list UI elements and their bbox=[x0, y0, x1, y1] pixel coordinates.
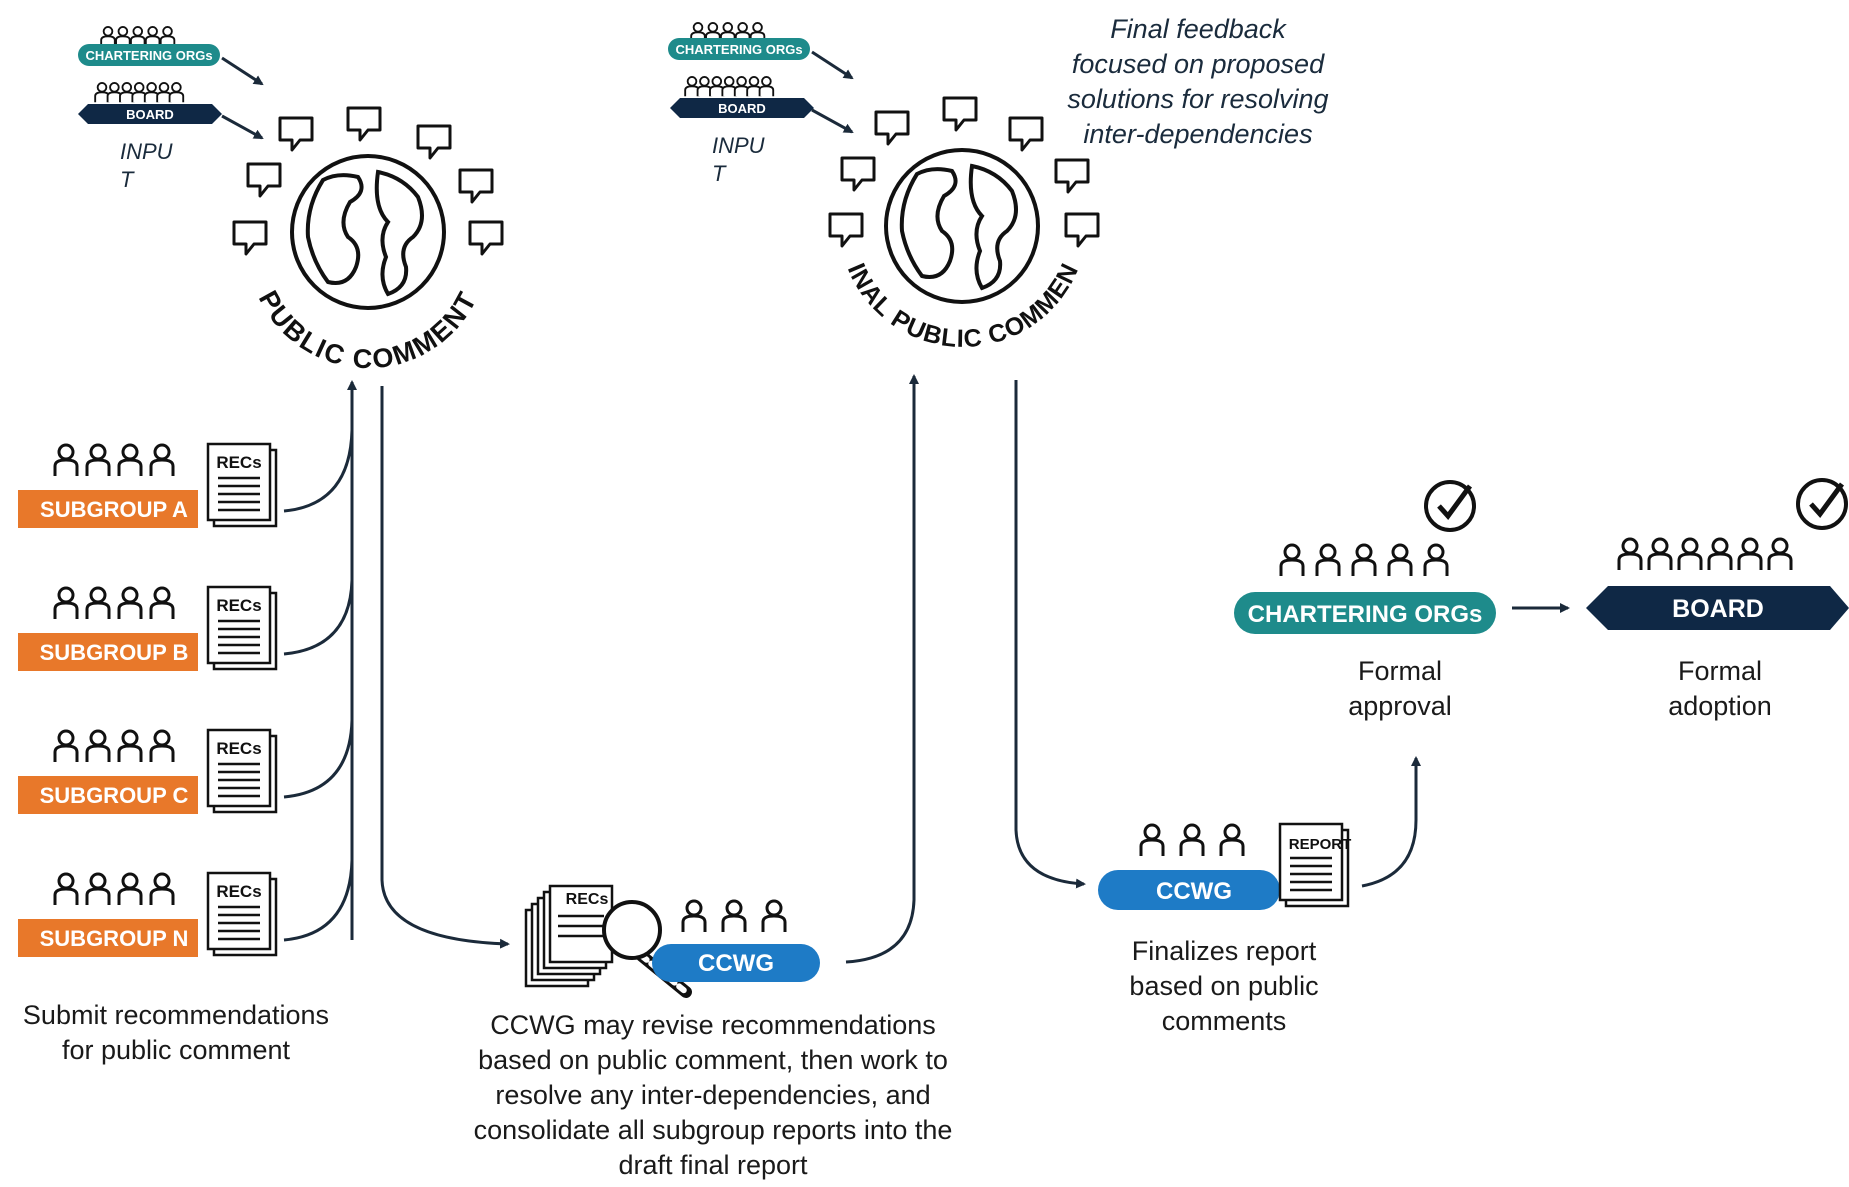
subgroup-label: SUBGROUP N bbox=[40, 926, 189, 951]
adoption-caption: Formal adoption bbox=[1668, 656, 1772, 721]
chartering-orgs-banner bbox=[78, 44, 220, 66]
subgroup-item: SUBGROUP C RECs bbox=[18, 728, 278, 814]
subgroups-caption: Submit recommendations for public commen… bbox=[22, 1000, 330, 1065]
public-comment-input-label: INPU T bbox=[120, 139, 173, 192]
subgroup-label: SUBGROUP B bbox=[40, 640, 189, 665]
ccwg-final-label: CCWG bbox=[1156, 878, 1232, 905]
subgroup-banner bbox=[18, 919, 198, 957]
ccwg-to-approval-arrow bbox=[1361, 756, 1421, 888]
ccwg-review-banner bbox=[652, 944, 820, 982]
final-chartering-arrow bbox=[811, 50, 854, 80]
recs-document-label: RECs bbox=[216, 453, 261, 472]
final-globe-icon bbox=[884, 148, 1040, 304]
recs-document-label: RECs bbox=[216, 739, 261, 758]
final-chartering-small-label: CHARTERING ORGs bbox=[675, 42, 802, 57]
board-small-label: BOARD bbox=[126, 107, 174, 122]
subgroup-people-icon bbox=[53, 729, 175, 764]
adoption-checkmark-icon bbox=[1798, 480, 1846, 528]
ccwg-final-caption: Finalizes report based on public comment… bbox=[1129, 936, 1319, 1036]
approval-people-icon bbox=[1279, 543, 1449, 578]
board-to-comment-arrow bbox=[221, 114, 264, 140]
ccwg-review-group: RECs CCWG bbox=[524, 374, 919, 998]
final-board-people-icon bbox=[684, 76, 775, 98]
adoption-people-icon bbox=[1617, 537, 1793, 572]
ccwg-final-banner bbox=[1098, 870, 1280, 910]
public-comment-to-ccwg-arrow bbox=[380, 386, 510, 949]
approval-label: CHARTERING ORGs bbox=[1248, 601, 1483, 628]
public-comment-group: CHARTERING ORGs BOARD PUBLIC COMMENT bbox=[78, 26, 504, 374]
subgroup-banner bbox=[18, 633, 198, 671]
recs-stack-icon bbox=[524, 884, 614, 988]
board-people-icon bbox=[94, 82, 185, 104]
final-board-banner bbox=[670, 98, 814, 118]
subgroup-item: SUBGROUP B RECs bbox=[18, 585, 278, 671]
approval-banner bbox=[1234, 592, 1496, 634]
final-input-label: INPU T bbox=[712, 133, 765, 186]
ccwg-final-group: CCWG REPORT bbox=[1014, 380, 1421, 910]
globe-icon bbox=[290, 154, 446, 310]
subgroup-connectors bbox=[283, 380, 510, 949]
subgroup-people-icon bbox=[53, 872, 175, 907]
final-comment-to-ccwg-arrow bbox=[1014, 380, 1086, 889]
ccwg-review-people-icon bbox=[681, 899, 787, 934]
subgroup-banner bbox=[18, 776, 198, 814]
adoption-label: BOARD bbox=[1672, 595, 1764, 623]
subgroup-people-icon bbox=[53, 586, 175, 621]
ccwg-final-doc-label: REPORT bbox=[1289, 836, 1352, 853]
subgroup-label: SUBGROUP C bbox=[40, 783, 189, 808]
board-banner bbox=[78, 104, 222, 124]
final-board-arrow bbox=[811, 108, 854, 134]
chartering-to-comment-arrow bbox=[221, 56, 264, 86]
ccwg-review-label: CCWG bbox=[698, 950, 774, 977]
chartering-orgs-people-icon bbox=[100, 26, 176, 48]
subgroup-banner bbox=[18, 490, 198, 528]
adoption-banner bbox=[1586, 586, 1849, 630]
ccwg-final-people-icon bbox=[1139, 823, 1245, 858]
approval-checkmark-icon bbox=[1426, 482, 1474, 530]
ccwg-review-caption: CCWG may revise recommendations based on… bbox=[473, 1010, 953, 1180]
ccwg-to-final-comment-arrow bbox=[845, 374, 919, 964]
recs-document-label: RECs bbox=[216, 882, 261, 901]
approval-caption: Formal approval bbox=[1348, 656, 1452, 721]
adoption-group: BOARD bbox=[1586, 480, 1849, 630]
subgroup-people-icon bbox=[53, 443, 175, 478]
final-chartering-banner bbox=[668, 38, 810, 60]
subgroup-item: SUBGROUP N RECs bbox=[18, 871, 278, 957]
final-board-small-label: BOARD bbox=[718, 101, 766, 116]
final-feedback-note: Final feedback focused on proposed solut… bbox=[1067, 14, 1329, 149]
chartering-orgs-small-label: CHARTERING ORGs bbox=[85, 48, 212, 63]
approval-group: CHARTERING ORGs bbox=[1234, 482, 1570, 634]
ccwg-review-doc-label: RECs bbox=[566, 891, 609, 908]
recs-document-label: RECs bbox=[216, 596, 261, 615]
subgroup-item: SUBGROUP A RECs bbox=[18, 442, 278, 528]
subgroup-label: SUBGROUP A bbox=[40, 497, 188, 522]
